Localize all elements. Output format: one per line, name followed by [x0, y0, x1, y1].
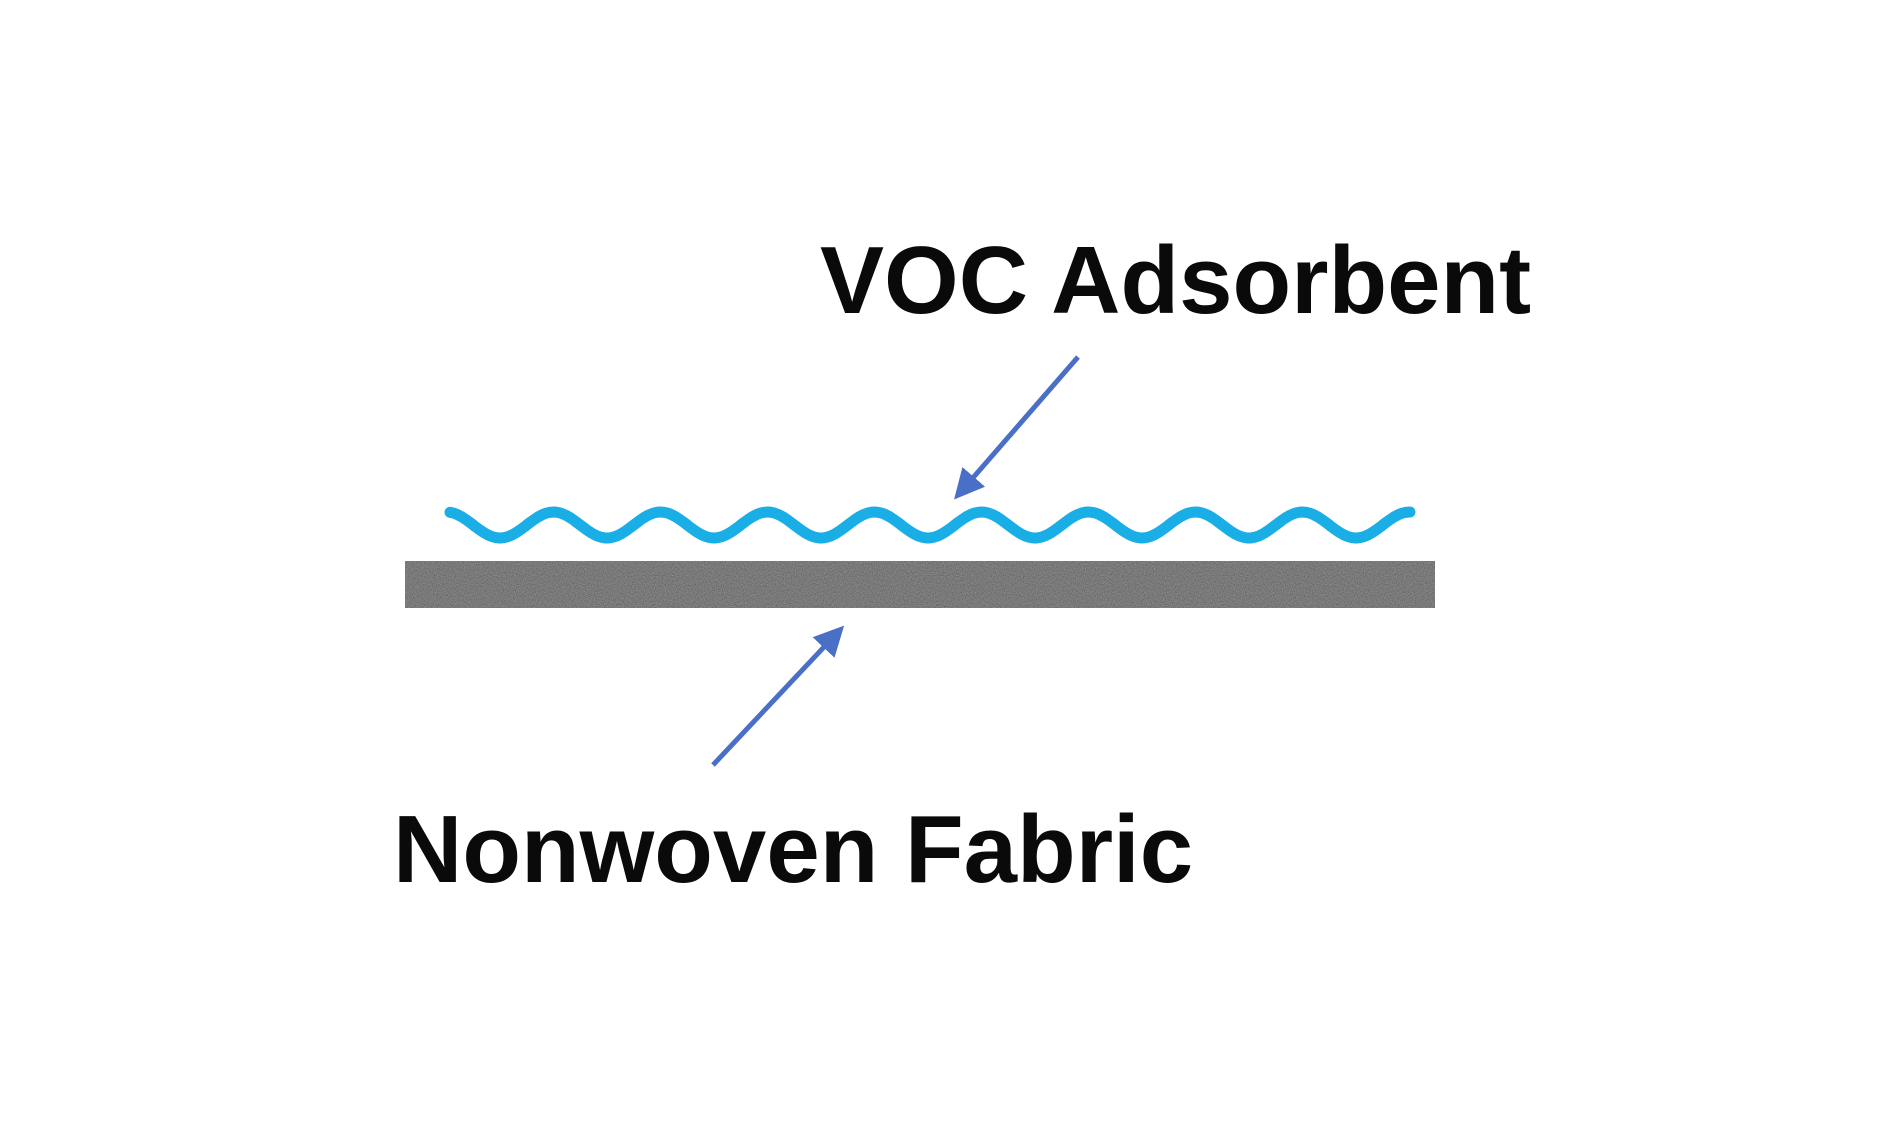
- voc-adsorbent-label: VOC Adsorbent: [820, 227, 1531, 334]
- nonwoven-fabric-label: Nonwoven Fabric: [393, 796, 1193, 903]
- nonwoven-fabric-layer: [405, 561, 1435, 608]
- voc-adsorbent-wave: [444, 506, 1416, 544]
- fabric-pointer-arrow: [711, 625, 845, 767]
- adsorbent-pointer-arrow: [954, 355, 1080, 500]
